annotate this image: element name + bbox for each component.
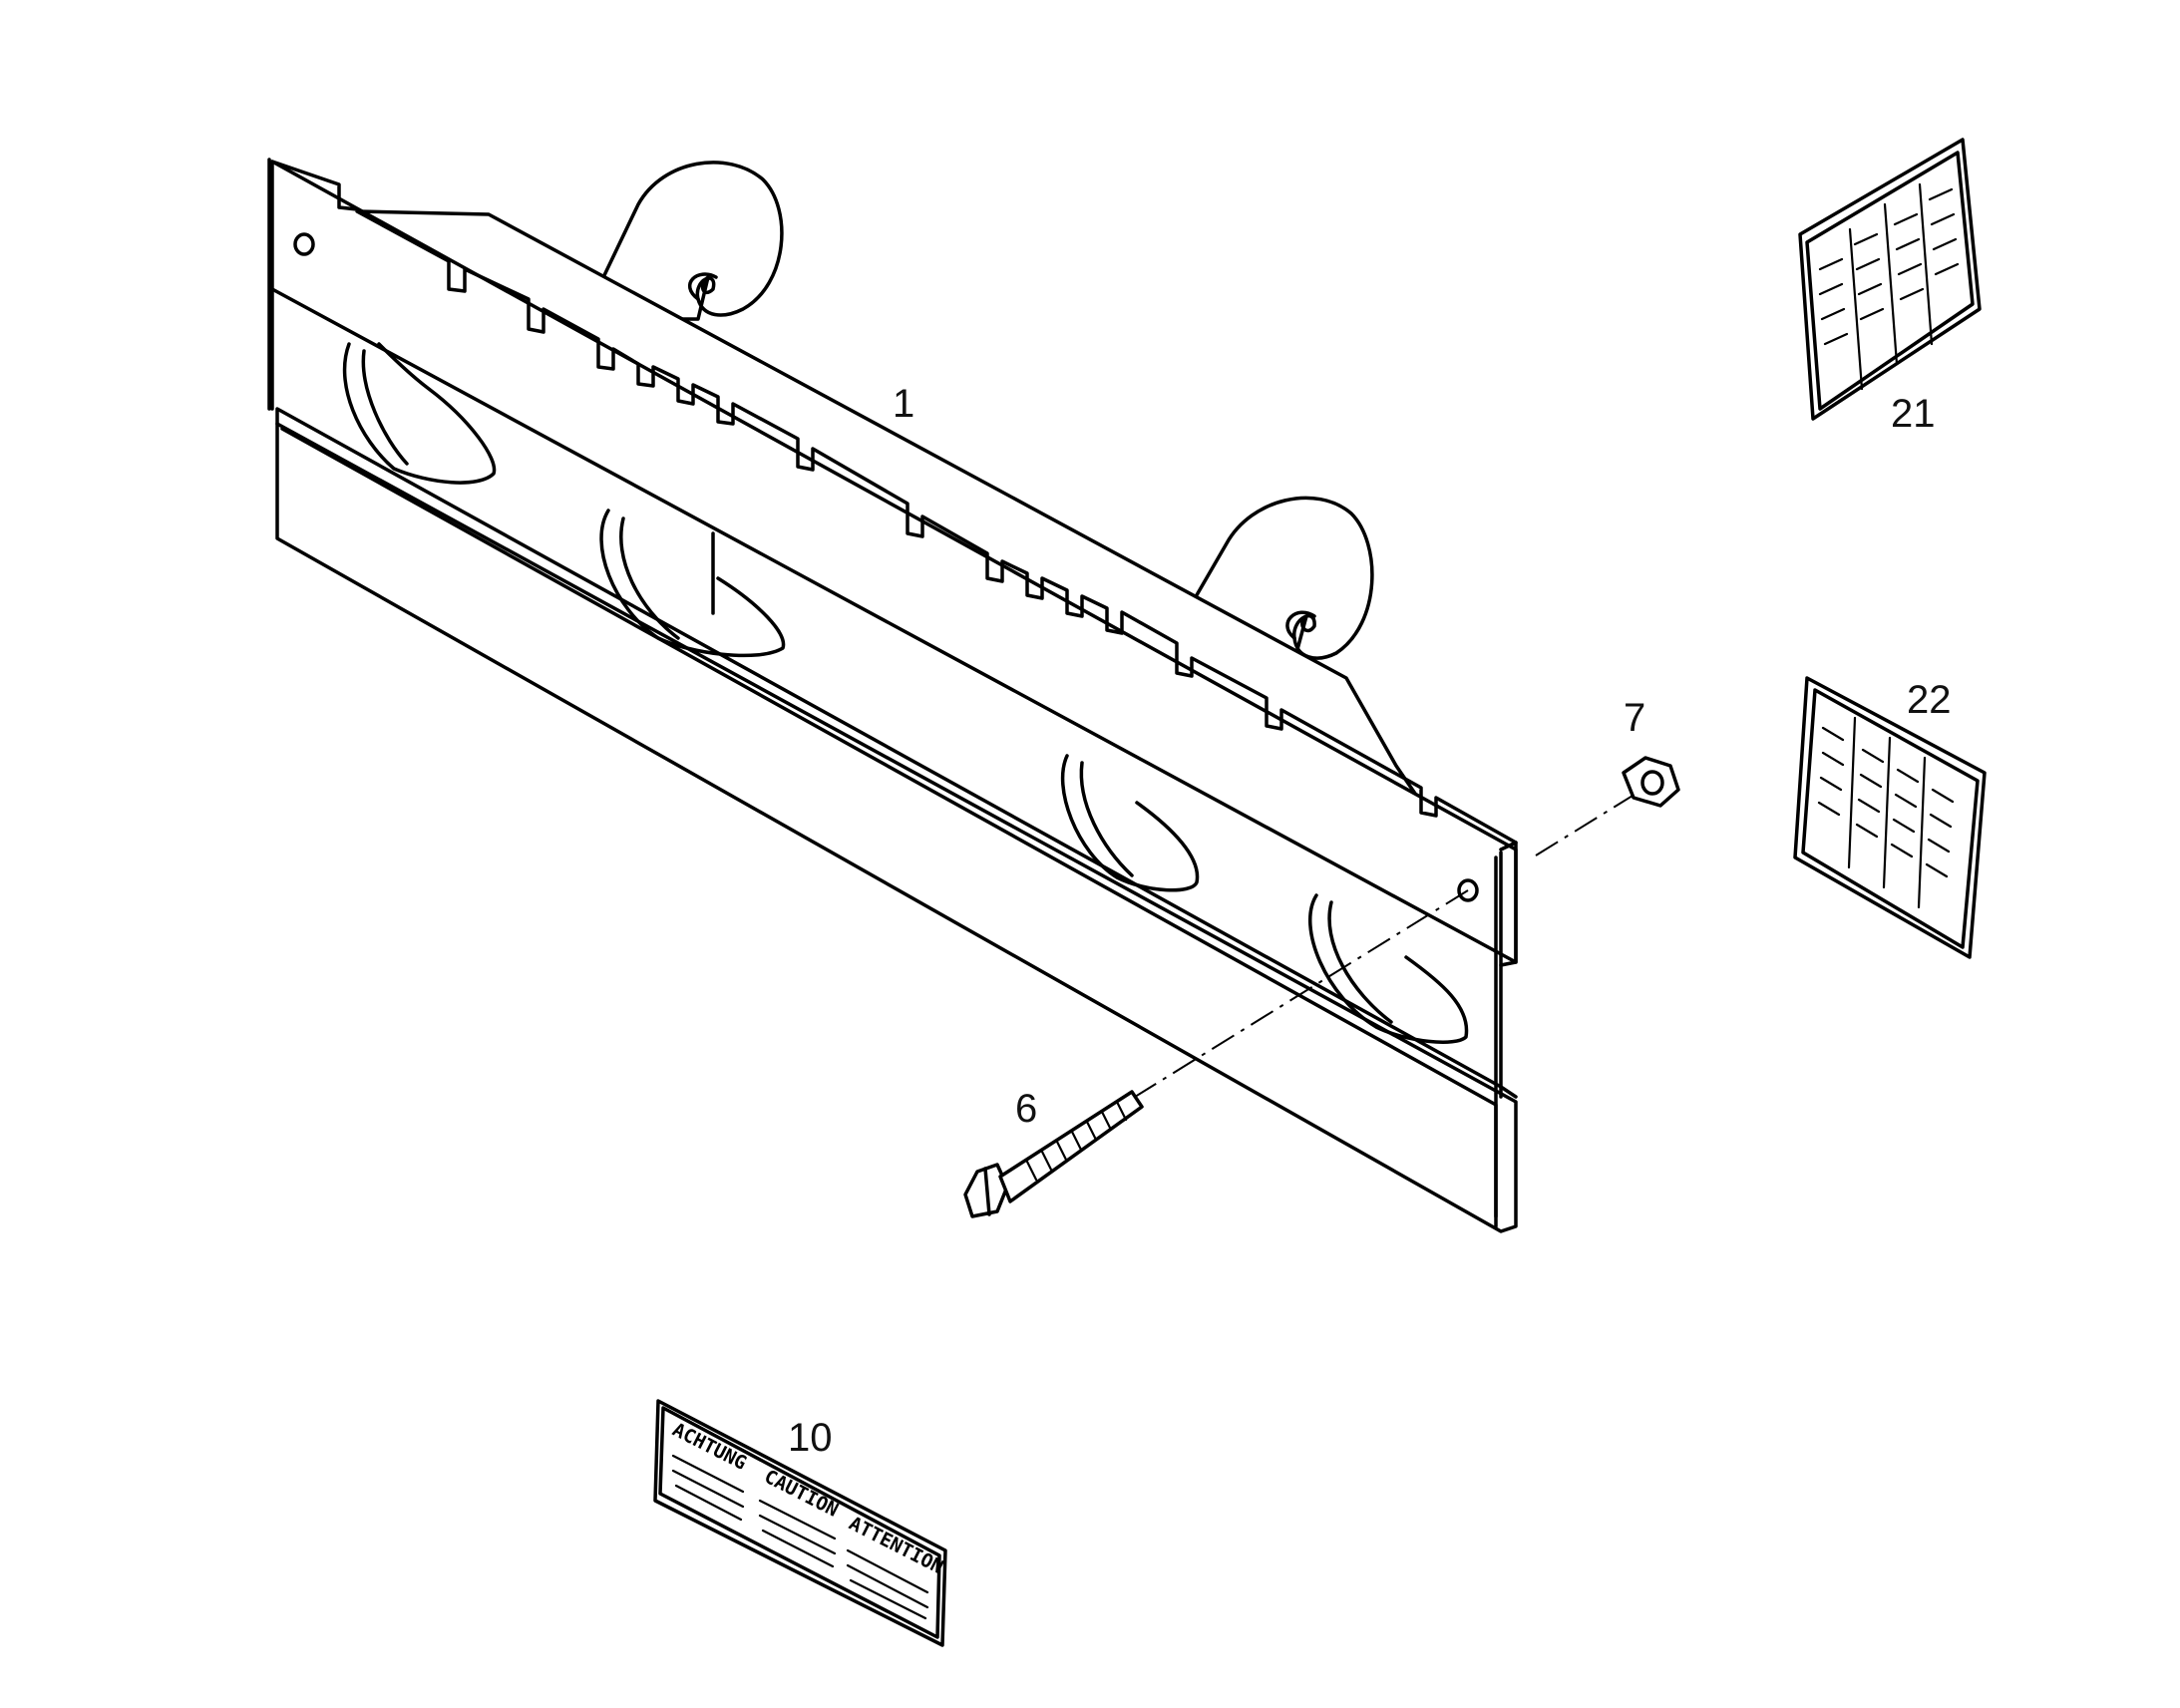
hook-plate-left [581, 161, 784, 321]
callout-7: 7 [1624, 696, 1645, 740]
bolt-hole-right [1457, 878, 1479, 902]
bolt-part [963, 1090, 1144, 1218]
assembly-axis-nut [1535, 787, 1646, 856]
callout-10: 10 [788, 1416, 833, 1460]
notched-edge [270, 160, 1518, 845]
callout-22: 22 [1907, 678, 1952, 722]
callout-1: 1 [893, 382, 914, 426]
callouts: 1 6 7 10 21 22 [788, 382, 1952, 1460]
rib-cutouts [342, 342, 1469, 1044]
coupler-frame [267, 158, 1518, 1233]
callout-6: 6 [1015, 1087, 1037, 1131]
decal-22 [1793, 676, 1987, 959]
bolt-hole-left [293, 232, 315, 256]
assembly-axis-bolt [1126, 889, 1469, 1103]
decal-21 [1798, 138, 1982, 421]
callout-21: 21 [1891, 392, 1936, 436]
nut-part [1622, 756, 1680, 808]
